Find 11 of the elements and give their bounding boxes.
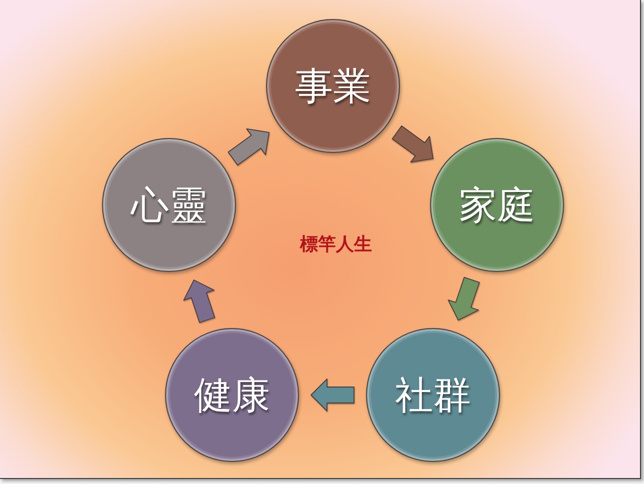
block-arrow	[310, 378, 354, 412]
node-label: 心靈	[131, 186, 207, 224]
block-arrow	[183, 280, 216, 323]
node-label: 社群	[395, 376, 471, 414]
node-label: 事業	[295, 67, 371, 105]
node-label: 家庭	[459, 186, 535, 224]
center-label: 標竿人生	[300, 236, 372, 254]
block-arrow	[228, 128, 270, 166]
block-arrow	[448, 276, 480, 321]
block-arrow	[392, 125, 434, 163]
node-label: 健康	[194, 376, 270, 414]
